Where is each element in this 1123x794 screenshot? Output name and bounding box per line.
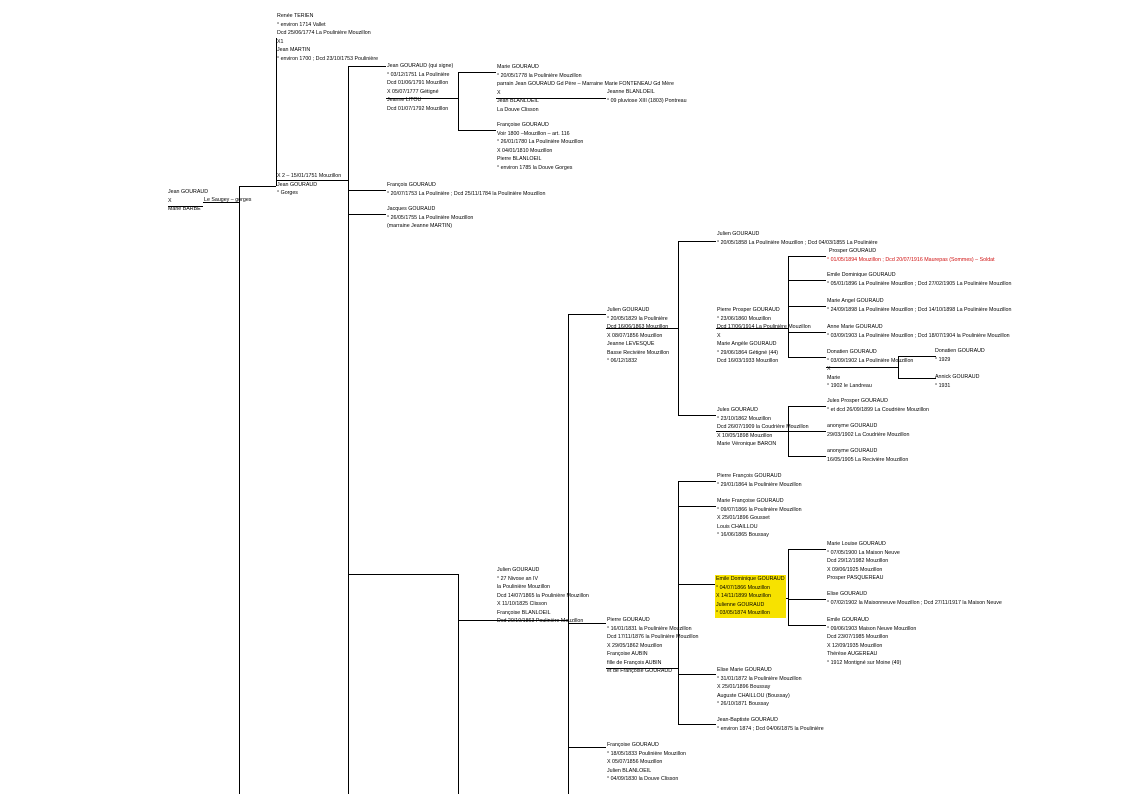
- place-label: Le Saugey – gorges: [204, 197, 252, 203]
- connector-line: [458, 130, 496, 131]
- connector-line: [348, 574, 458, 575]
- connector-line: [203, 202, 239, 203]
- connector-line: [788, 256, 826, 257]
- person-marie-gouraud-1778: Marie GOURAUD° 20/05/1778 la Poulinière …: [497, 64, 674, 113]
- person-marie-louise-gouraud: Marie Louise GOURAUD° 07/05/1900 La Mais…: [827, 541, 900, 581]
- person-francoise-gouraud-1833: Françoise GOURAUD° 18/05/1833 Poulinière…: [607, 742, 686, 782]
- connector-line: [568, 747, 606, 748]
- connector-line: [568, 623, 606, 624]
- connector-line: [348, 214, 386, 215]
- connector-line: [788, 406, 826, 407]
- connector-line: [678, 481, 679, 724]
- person-jacques-gouraud: Jacques GOURAUD° 26/05/1755 La Poulinièr…: [387, 206, 474, 229]
- person-anne-marie-gouraud: Anne Marie GOURAUD° 03/09/1903 La Poulin…: [827, 324, 1010, 339]
- person-prosper-gouraud: Prosper GOURAUD° 01/05/1894 Mouzillon ; …: [827, 248, 995, 263]
- connector-line: [678, 241, 679, 415]
- connector-line: [788, 599, 826, 600]
- connector-line: [788, 431, 826, 432]
- connector-line: [898, 378, 936, 379]
- connector-line: [168, 206, 203, 207]
- connector-line: [458, 574, 459, 794]
- connector-line: [606, 328, 678, 329]
- connector-line: [788, 549, 789, 625]
- connector-line: [458, 72, 459, 130]
- person-pierre-gouraud-1831: Pierre GOURAUD° 16/01/1831 la Poulinière…: [607, 617, 699, 674]
- connector-line: [276, 180, 348, 181]
- connector-line: [458, 620, 568, 621]
- person-julien-gouraud-1829: Julien GOURAUD° 20/05/1829 la Poulinière…: [607, 307, 670, 364]
- person-marie-angel-gouraud: Marie Angel GOURAUD° 24/09/1898 La Pouli…: [827, 298, 1012, 313]
- connector-line: [788, 456, 826, 457]
- person-emile-gouraud-1903: Emile GOURAUD° 09/06/1903 Maison Neuve M…: [827, 617, 917, 666]
- connector-line: [458, 72, 496, 73]
- connector-line: [239, 186, 276, 187]
- connector-line: [568, 314, 569, 794]
- connector-line: [496, 98, 606, 99]
- connector-line: [606, 668, 678, 669]
- connector-line: [276, 38, 277, 186]
- connector-line: [568, 314, 606, 315]
- person-jean-baptiste-gouraud: Jean-Baptiste GOURAUD° environ 1874 ; Dc…: [717, 717, 824, 732]
- connector-line: [678, 584, 716, 585]
- connector-line: [678, 415, 716, 416]
- connector-line: [386, 98, 458, 99]
- connector-line: [788, 306, 826, 307]
- connector-line: [898, 356, 899, 378]
- connector-line: [678, 241, 716, 242]
- connector-line: [716, 328, 788, 329]
- connector-line: [348, 66, 386, 67]
- connector-line: [716, 431, 788, 432]
- person-pierre-prosper-gouraud: Pierre Prosper GOURAUD° 23/06/1860 Mouzi…: [717, 307, 811, 364]
- person-pierre-francois-gouraud: Pierre François GOURAUD° 29/01/1864 la P…: [717, 473, 802, 488]
- connector-line: [788, 625, 826, 626]
- person-emile-dominique-1896: Emile Dominique GOURAUD° 05/01/1896 La P…: [827, 272, 1012, 287]
- connector-line: [678, 481, 716, 482]
- connector-line: [788, 280, 826, 281]
- connector-line: [788, 549, 826, 550]
- connector-line: [898, 356, 936, 357]
- person-annick-gouraud: Annick GOURAUD° 1931: [935, 374, 980, 389]
- connector-line: [678, 506, 716, 507]
- person-julien-gouraud-1858: Julien GOURAUD° 20/05/1858 La Poulinière…: [717, 231, 878, 246]
- person-francois-gouraud: François GOURAUD° 20/07/1753 La Pouliniè…: [387, 182, 546, 197]
- person-marie-francoise-gouraud: Marie Françoise GOURAUD° 09/07/1866 la P…: [717, 498, 802, 538]
- person-jules-prosper-gouraud: Jules Prosper GOURAUD° et dcd 26/09/1899…: [827, 398, 929, 413]
- connector-line: [348, 66, 349, 794]
- connector-line: [826, 367, 898, 368]
- person-jeanne-blanloeil: Jeanne BLANLOEIL° 09 pluviose XIII (1803…: [607, 89, 687, 104]
- person-donatien-gouraud-1929: Donatien GOURAUD° 1929: [935, 348, 985, 363]
- person-elise-marie-gouraud: Elise Marie GOURAUD° 31/01/1872 la Pouli…: [717, 667, 802, 707]
- connector-line: [678, 724, 716, 725]
- connector-line: [788, 357, 826, 358]
- connector-line: [239, 186, 240, 794]
- connector-line: [348, 190, 386, 191]
- person-emile-dominique-highlighted: Emile Dominique GOURAUD° 04/07/1866 Mouz…: [715, 575, 786, 618]
- connector-line: [678, 674, 716, 675]
- connector-line: [788, 332, 826, 333]
- person-donatien-gouraud: Donatien GOURAUD° 03/09/1902 La Pouliniè…: [827, 349, 914, 389]
- person-jean-gouraud-qui-signe: Jean GOURAUD (qui signe)° 03/12/1751 La …: [387, 63, 454, 112]
- person-elise-gouraud-1902: Elise GOURAUD° 07/02/1902 la Maisonneuve…: [827, 591, 1002, 606]
